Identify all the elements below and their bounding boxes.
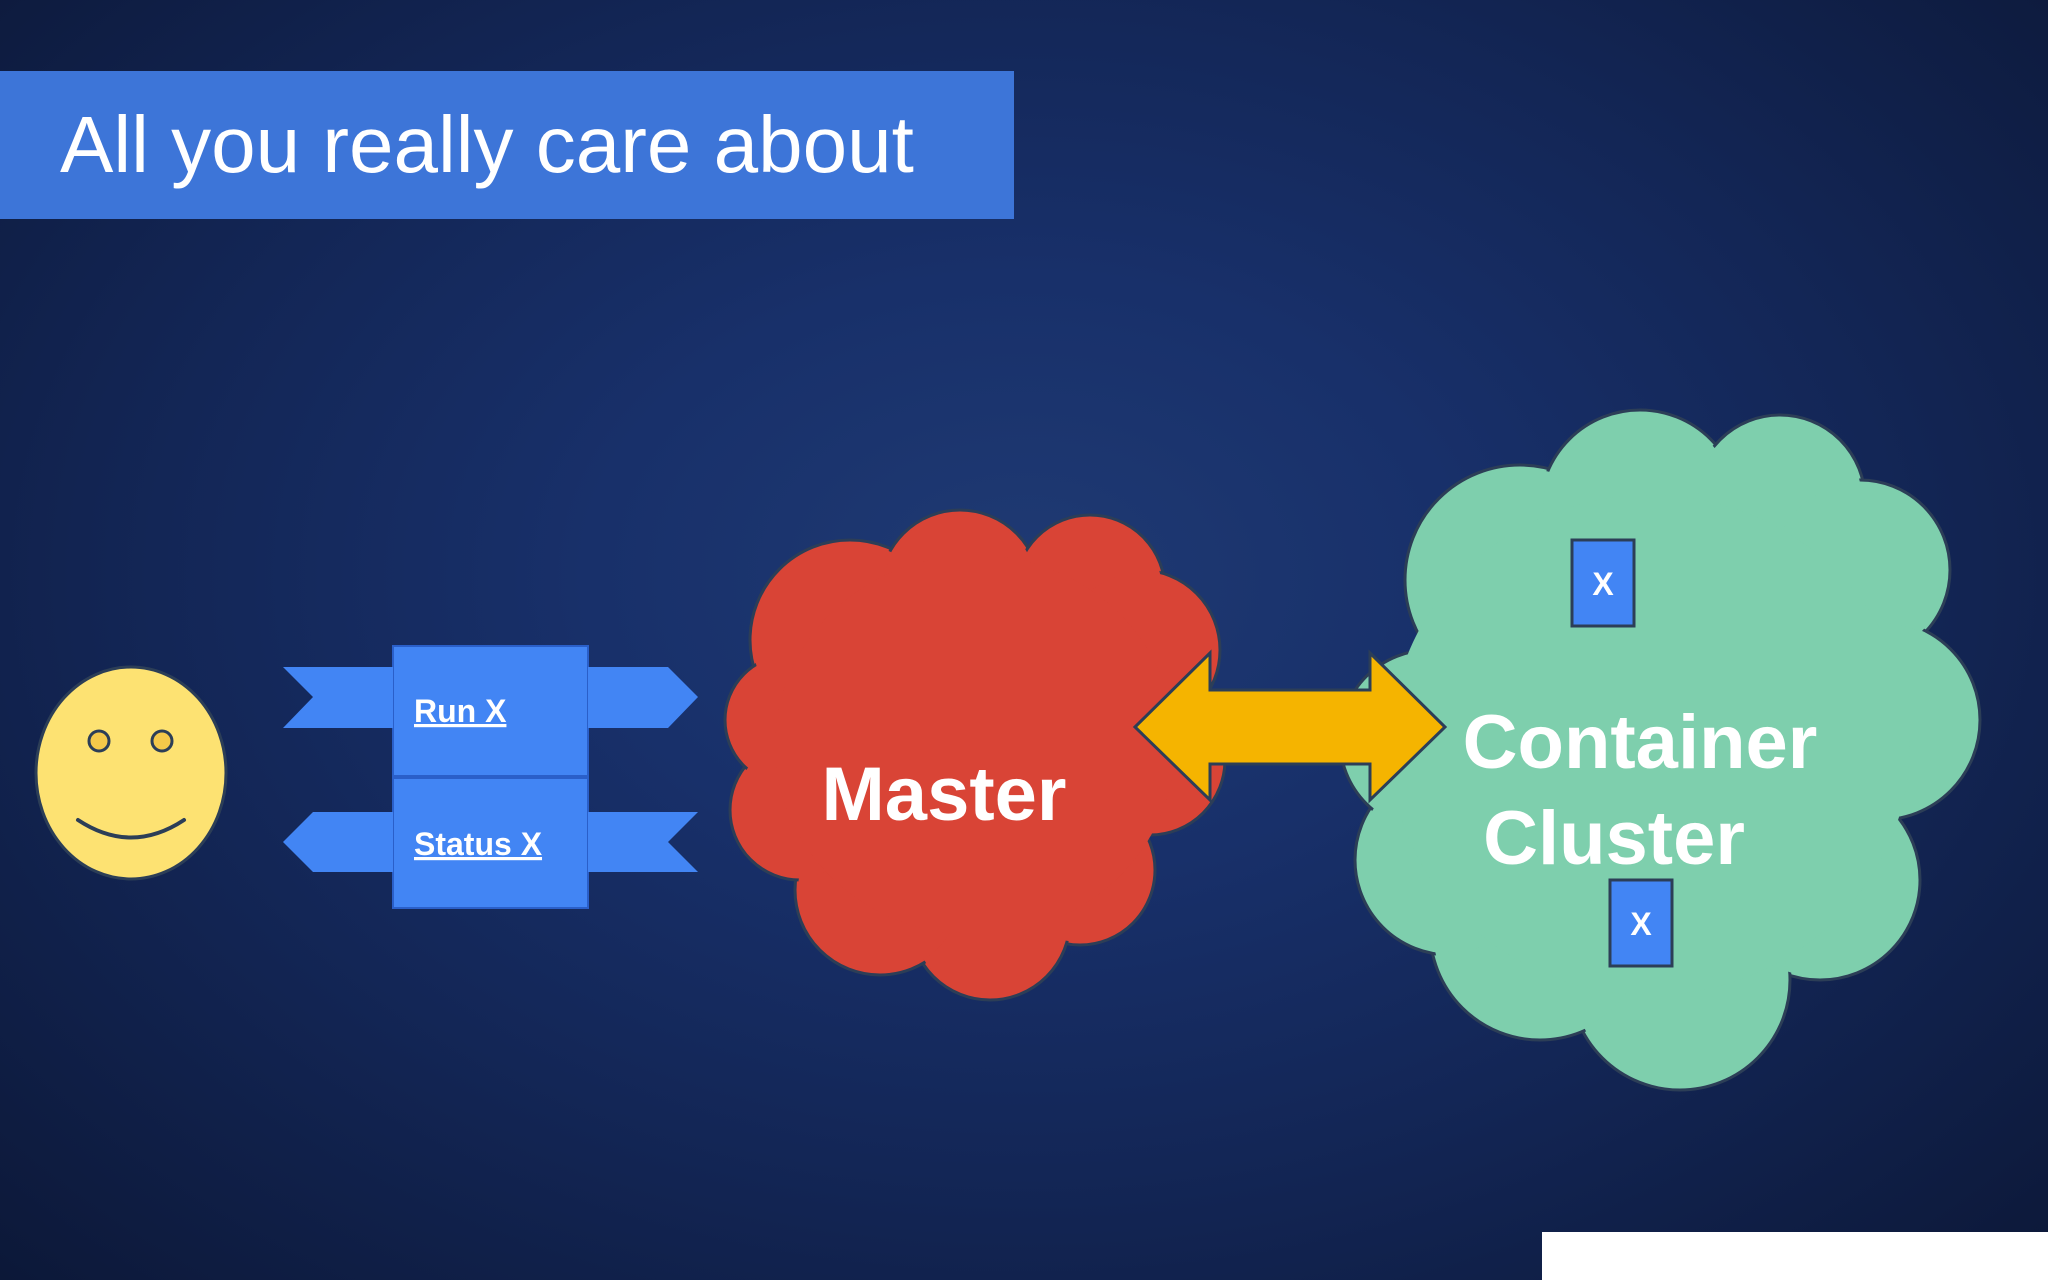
corner-overlay [1542,1232,2048,1280]
container-box-top [1570,538,1636,628]
cluster-label-line1: Container [1463,700,1818,785]
container-box-bottom [1608,878,1674,968]
slide-title: All you really care about [60,100,914,189]
container-top-label: X [1592,566,1614,602]
title-bar: All you really care about [0,71,1014,219]
master-label: Master [822,752,1067,837]
run-request-ribbon [283,645,698,777]
status-response-ribbon [283,777,698,909]
double-arrow-icon [1132,649,1448,804]
container-bottom-label: X [1630,906,1652,942]
smiley-face-icon [34,665,228,881]
status-label: Status X [414,826,543,862]
cluster-label-line2: Cluster [1483,796,1745,881]
run-label: Run X [414,693,507,729]
